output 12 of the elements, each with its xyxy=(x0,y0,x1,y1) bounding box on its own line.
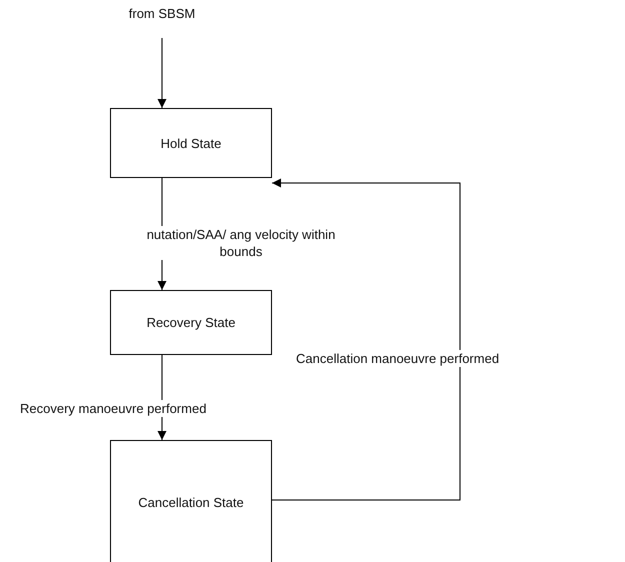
edge-label: Recovery manoeuvre performed xyxy=(20,400,206,417)
state-name: Hold State xyxy=(160,136,222,150)
arrow xyxy=(158,38,166,108)
state-box xyxy=(110,290,272,355)
state-name: Recovery State xyxy=(146,315,236,330)
edge-label: Cancellation manoeuvre performed xyxy=(296,350,500,367)
source-label: from SBSM xyxy=(128,6,196,20)
edge-label: nutation/SAA/ ang velocity within bounds xyxy=(146,226,336,260)
state-box xyxy=(110,440,272,562)
arrow xyxy=(272,178,460,500)
state-name: Cancellation State xyxy=(138,495,244,510)
state-box xyxy=(110,108,272,178)
